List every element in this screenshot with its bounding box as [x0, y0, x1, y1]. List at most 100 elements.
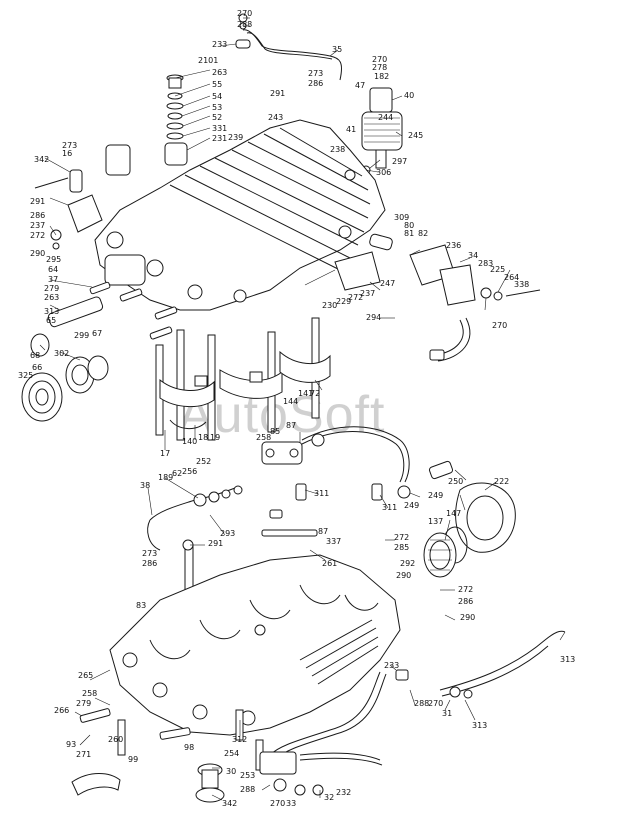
label-288b: 288 — [414, 699, 429, 708]
label-31: 31 — [442, 709, 452, 718]
label-283a: 283 — [478, 259, 493, 268]
label-250: 250 — [448, 477, 463, 486]
label-292: 292 — [400, 559, 415, 568]
label-264: 264 — [504, 273, 519, 282]
label-83: 83 — [136, 601, 146, 610]
label-254: 254 — [224, 749, 239, 758]
label-237a: 237 — [30, 221, 45, 230]
label-67: 67 — [92, 329, 102, 338]
label-81: 81 — [404, 229, 414, 238]
label-294: 294 — [366, 313, 381, 322]
label-295: 295 — [46, 255, 61, 264]
label-288c: 288 — [240, 785, 255, 794]
label-270d: 270 — [428, 699, 443, 708]
label-87a: 87 — [286, 421, 296, 430]
label-230: 230 — [322, 301, 337, 310]
drain-plug — [195, 763, 225, 803]
label-270c: 270 — [492, 321, 507, 330]
label-16: 16 — [62, 149, 72, 158]
label-243: 243 — [268, 113, 283, 122]
label-309: 309 — [394, 213, 409, 222]
actuator-cluster — [261, 426, 454, 501]
label-33: 33 — [286, 799, 296, 808]
label-290a: 290 — [30, 249, 45, 258]
label-272a: 272 — [30, 231, 45, 240]
label-245: 245 — [408, 131, 423, 140]
label-272d: 272 — [458, 585, 473, 594]
label-272b: 272 — [348, 293, 363, 302]
label-229: 229 — [336, 297, 351, 306]
label-291c: 291 — [208, 539, 223, 548]
label-290b: 290 — [396, 571, 411, 580]
label-62: 62 — [172, 469, 182, 478]
label-288a: 288 — [237, 20, 252, 29]
label-82: 82 — [418, 229, 428, 238]
label-144: 144 — [283, 397, 298, 406]
label-222: 222 — [494, 477, 509, 486]
label-273a: 273 — [308, 69, 323, 78]
sensor-unit — [348, 87, 403, 176]
label-30: 30 — [226, 767, 236, 776]
label-299: 299 — [74, 331, 89, 340]
label-302: 302 — [54, 349, 69, 358]
label-35: 35 — [332, 45, 342, 54]
label-273b: 273 — [62, 141, 77, 150]
label-286b: 286 — [30, 211, 45, 220]
label-38: 38 — [140, 481, 150, 490]
label-286d: 286 — [458, 597, 473, 606]
intake-manifold — [94, 119, 386, 311]
label-337: 337 — [326, 537, 341, 546]
leader-lines — [39, 17, 566, 801]
label-55: 55 — [212, 80, 222, 89]
label-252: 252 — [196, 457, 211, 466]
label-331: 331 — [212, 124, 227, 133]
label-265: 265 — [78, 671, 93, 680]
label-272c: 272 — [394, 533, 409, 542]
label-286a: 286 — [308, 79, 323, 88]
label-53: 53 — [212, 103, 222, 112]
label-54: 54 — [212, 92, 222, 101]
label-325: 325 — [18, 371, 33, 380]
label-239: 239 — [228, 133, 243, 142]
label-279b: 279 — [76, 699, 91, 708]
label-93: 93 — [66, 740, 76, 749]
label-41: 41 — [346, 125, 356, 134]
label-311a: 311 — [314, 489, 329, 498]
label-52: 52 — [212, 113, 222, 122]
label-291a: 291 — [270, 89, 285, 98]
label-2101a: 2101 — [198, 56, 218, 65]
label-68: 68 — [30, 351, 40, 360]
right-lever-assembly — [334, 233, 541, 362]
part-labels: 270 288 233 35 2101 263 55 54 53 52 331 … — [18, 9, 575, 808]
label-189: 189 — [158, 473, 173, 482]
label-306: 306 — [376, 168, 391, 177]
washer-stack — [164, 74, 188, 166]
label-247: 247 — [380, 279, 395, 288]
label-263: 263 — [212, 68, 227, 77]
label-270b: 270 — [372, 55, 387, 64]
left-tube-fittings — [147, 485, 318, 591]
label-64: 64 — [48, 265, 58, 274]
label-261: 261 — [322, 559, 337, 568]
label-291b: 291 — [30, 197, 45, 206]
label-271: 271 — [76, 750, 91, 759]
label-141: 141 — [298, 389, 313, 398]
cover-plate — [423, 482, 516, 578]
label-80: 80 — [404, 221, 414, 230]
label-270e: 270 — [270, 799, 285, 808]
label-34: 34 — [468, 251, 478, 260]
shaft-gear-assembly — [21, 296, 109, 422]
label-72: 72 — [310, 389, 320, 398]
label-18: 18 — [198, 433, 208, 442]
label-297: 297 — [392, 157, 407, 166]
label-40: 40 — [404, 91, 414, 100]
label-85: 85 — [270, 427, 280, 436]
label-285: 285 — [394, 543, 409, 552]
label-140: 140 — [182, 437, 197, 446]
label-249b: 249 — [428, 491, 443, 500]
label-256: 256 — [182, 467, 197, 476]
label-342a: 342 — [34, 155, 49, 164]
label-65: 65 — [46, 316, 56, 325]
label-258: 258 — [256, 433, 271, 442]
